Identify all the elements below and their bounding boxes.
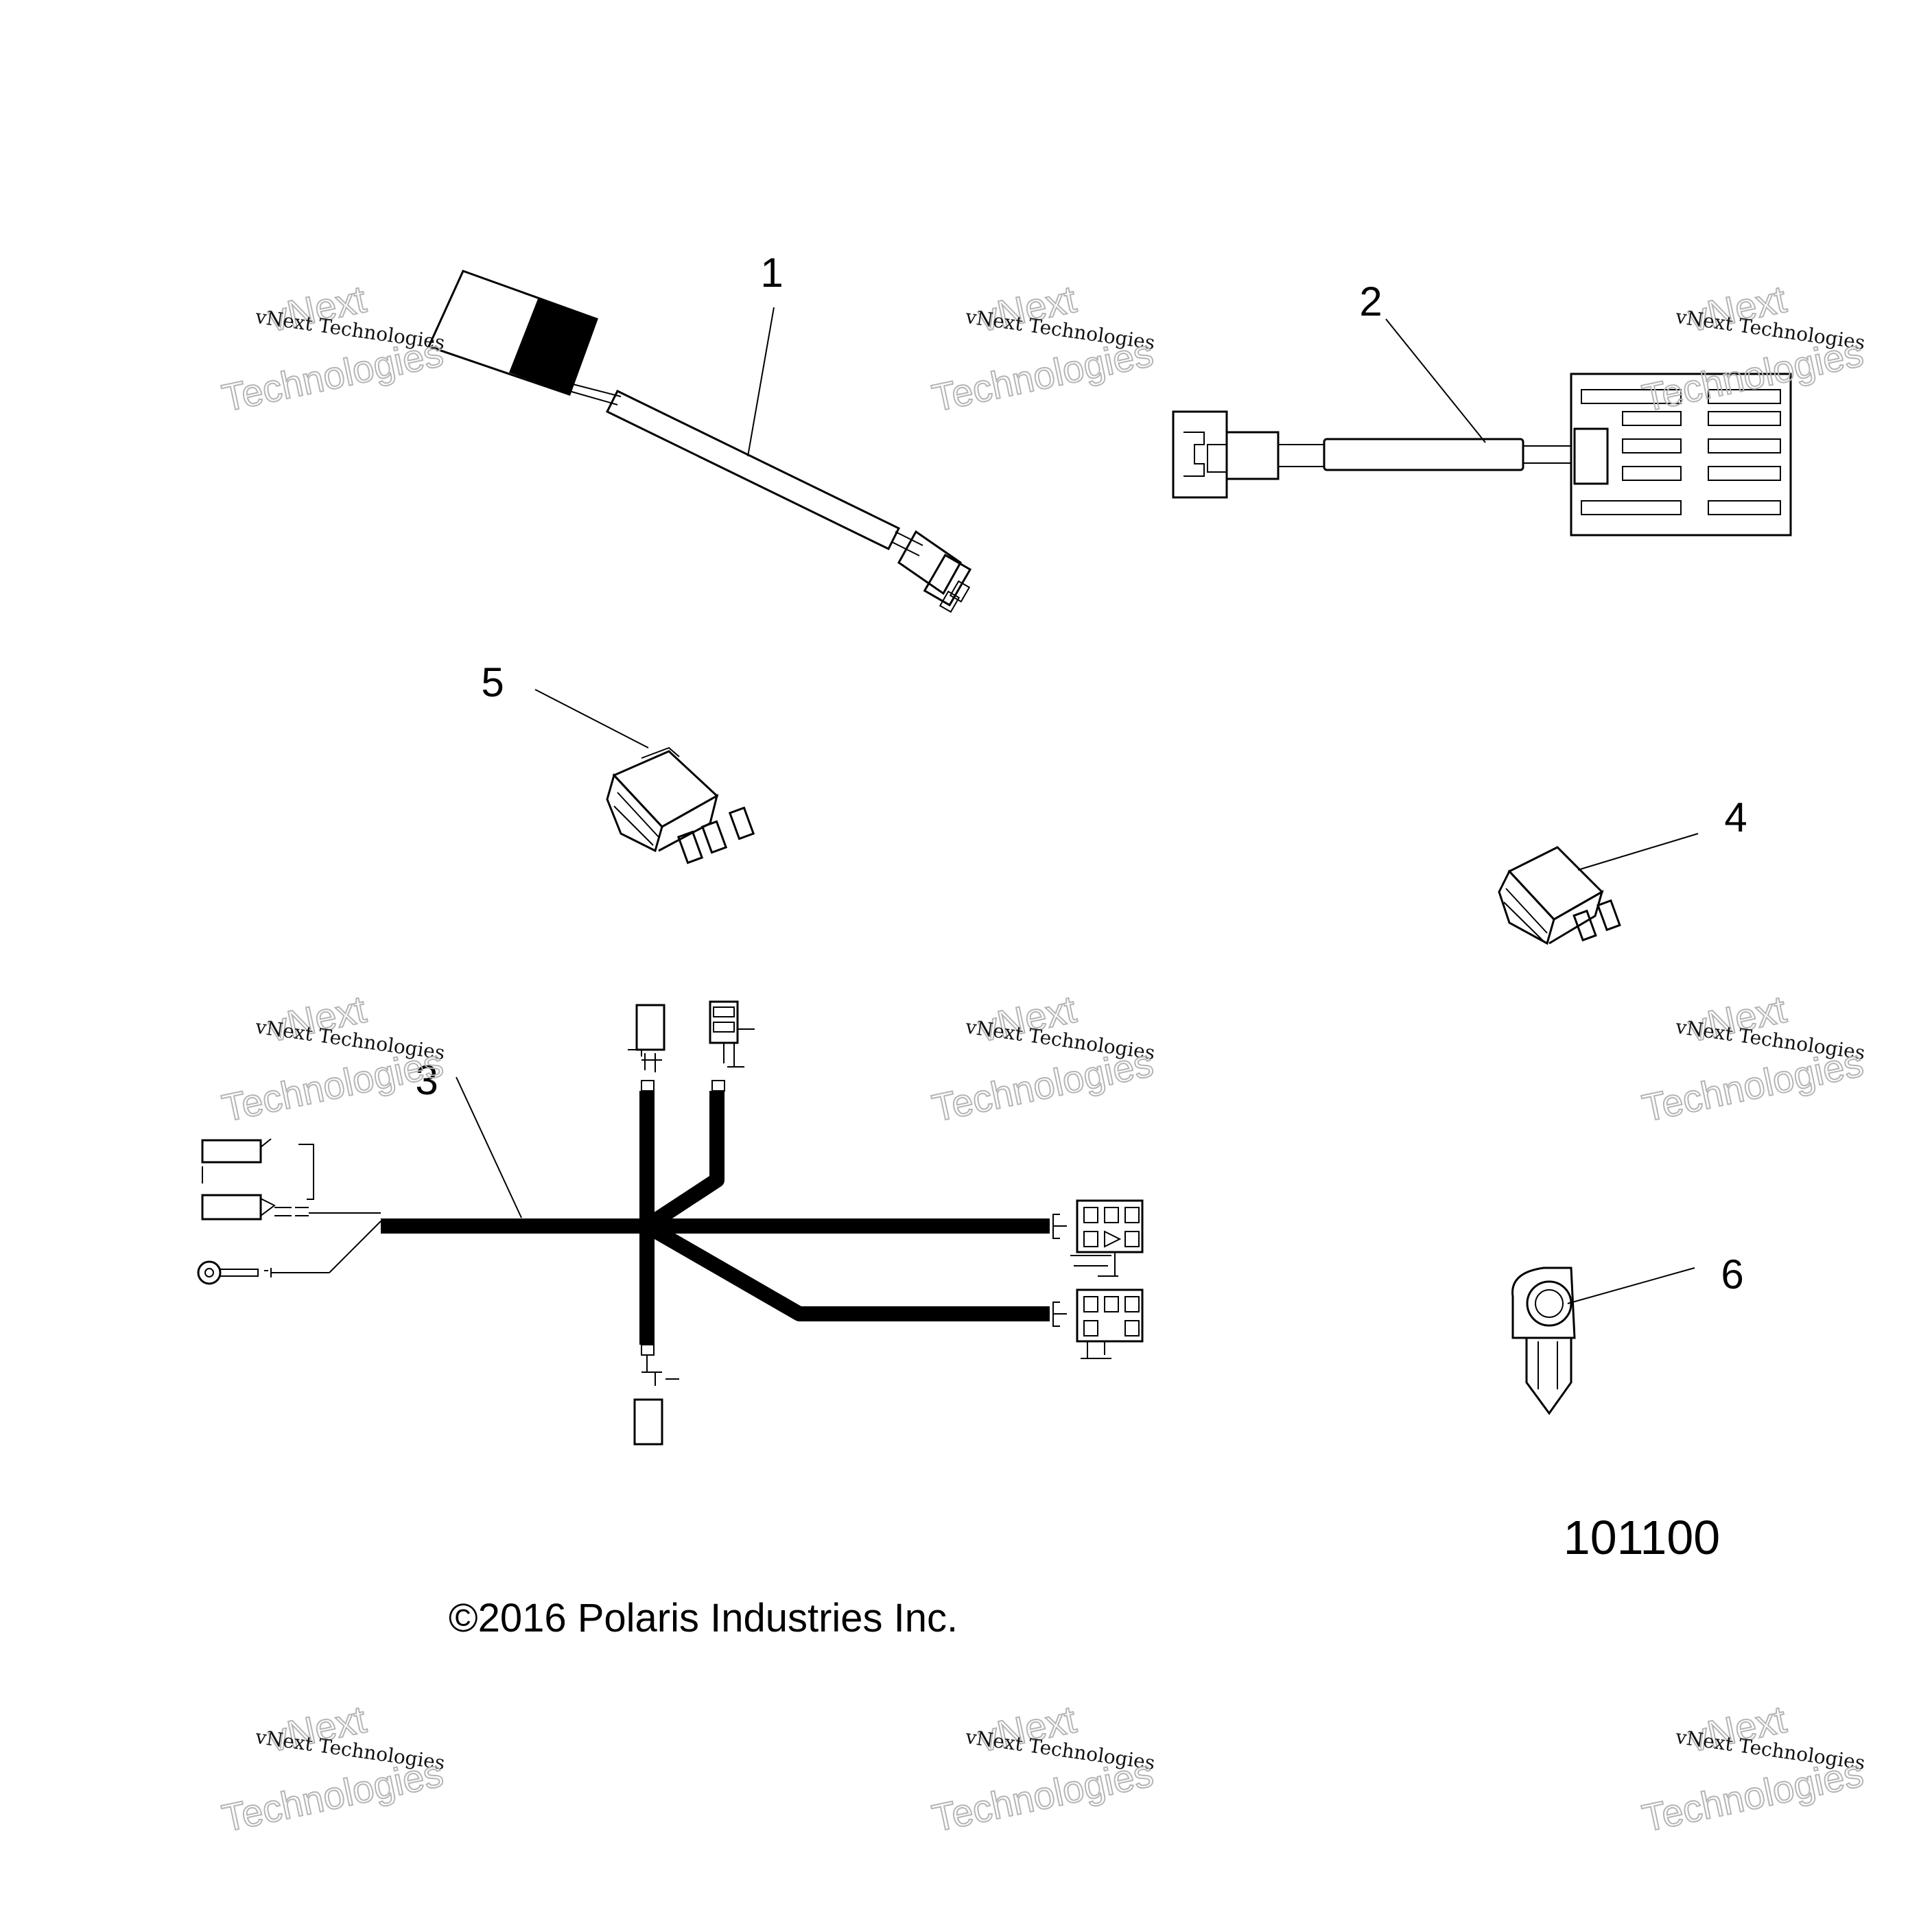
copyright-notice: ©2016 Polaris Industries Inc. <box>449 1596 958 1640</box>
part-1-adapter-harness <box>427 270 972 613</box>
part-2-heating-pad-harness <box>1172 373 1792 537</box>
part-5-rocker-switch <box>606 746 755 864</box>
watermark: vNext vNext Technologies Technologies <box>1638 987 1868 1131</box>
svg-text:Technologies: Technologies <box>218 1751 447 1840</box>
callout-4: 4 <box>1724 794 1747 840</box>
watermark: vNext vNext Technologies Technologies <box>928 1697 1157 1841</box>
watermark: vNext vNext Technologies Technologies <box>1638 1697 1868 1841</box>
svg-text:Technologies: Technologies <box>928 1751 1157 1840</box>
figure-number: 101100 <box>1564 1511 1720 1564</box>
callout-5: 5 <box>481 659 504 705</box>
watermark: vNext vNext Technologies Technologies <box>217 987 447 1131</box>
watermark: vNext vNext Technologies Technologies <box>217 1697 447 1841</box>
watermark: vNext vNext Technologies Technologies <box>217 276 447 421</box>
callout-2: 2 <box>1359 279 1382 325</box>
callout-labels: 1 2 3 4 5 6 <box>415 250 1747 1297</box>
watermark: vNext vNext Technologies Technologies <box>928 276 1157 421</box>
callout-3: 3 <box>415 1057 438 1103</box>
svg-text:Technologies: Technologies <box>928 1041 1157 1130</box>
svg-text:Technologies: Technologies <box>218 331 447 420</box>
svg-text:Technologies: Technologies <box>1638 331 1867 420</box>
part-6-ignition-key <box>1511 1267 1576 1415</box>
watermark: vNext vNext Technologies Technologies <box>928 987 1157 1131</box>
svg-text:Technologies: Technologies <box>218 1041 447 1130</box>
callout-1: 1 <box>760 250 783 296</box>
callout-6: 6 <box>1721 1251 1743 1297</box>
watermark: vNext vNext Technologies Technologies <box>1638 276 1868 421</box>
part-4-rocker-switch <box>1498 846 1621 945</box>
part-3-main-harness <box>197 1000 1144 1446</box>
svg-text:Technologies: Technologies <box>1638 1041 1867 1130</box>
svg-text:Technologies: Technologies <box>928 331 1157 420</box>
svg-text:Technologies: Technologies <box>1638 1751 1867 1840</box>
callout-leaders <box>456 307 1699 1304</box>
